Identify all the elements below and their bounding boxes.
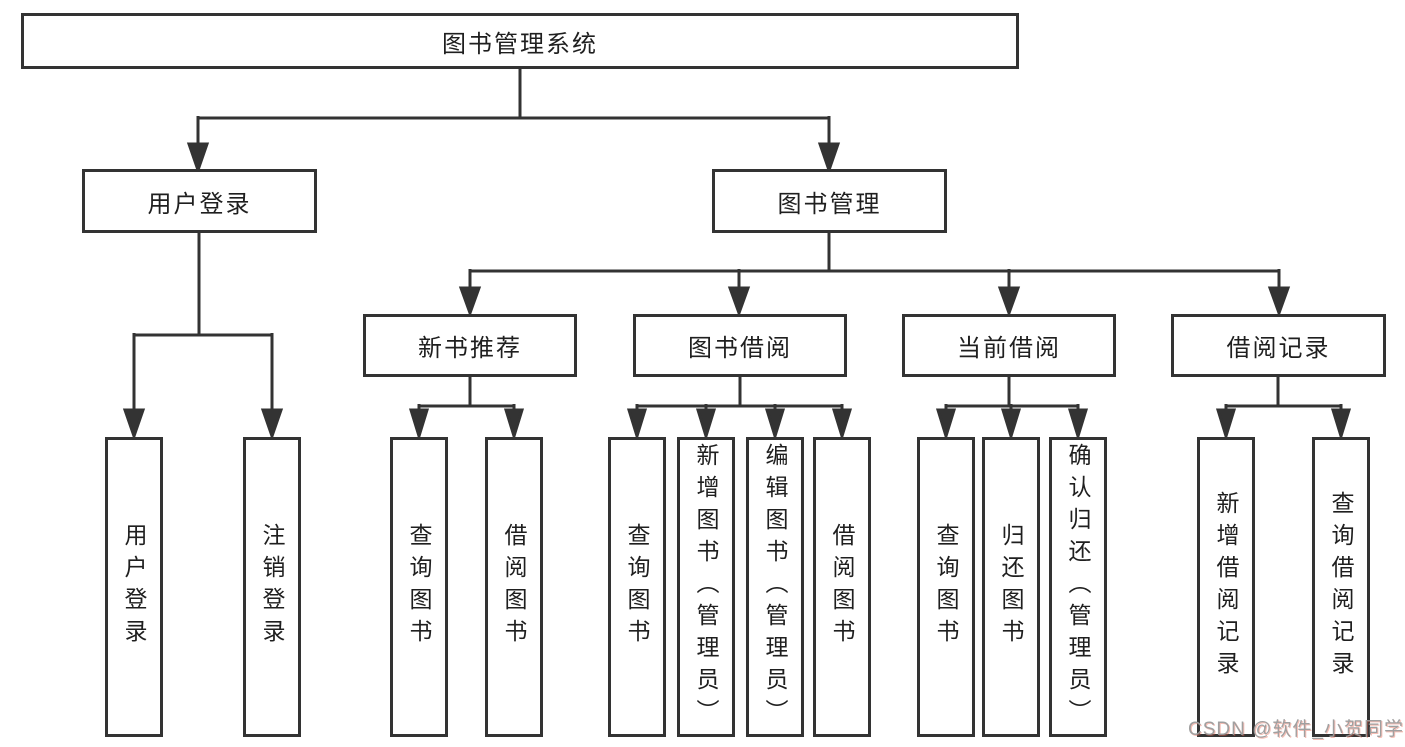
node-label: 用户登录 — [121, 523, 147, 651]
node-label: 查询图书 — [933, 523, 959, 651]
arrowhead — [764, 408, 786, 442]
node-label: 新增图书（管理员） — [693, 443, 719, 731]
node-label: 编辑图书（管理员） — [762, 443, 788, 731]
node-label: 借阅记录 — [1226, 335, 1331, 362]
node-query-book-borrow: 查询图书 — [608, 437, 666, 737]
arrowhead — [408, 408, 430, 442]
node-label: 确认归还（管理员） — [1065, 443, 1091, 731]
node-label: 图书借阅 — [688, 335, 792, 362]
node-borrow-records: 借阅记录 — [1171, 314, 1386, 377]
node-logout-leaf: 注销登录 — [243, 437, 301, 737]
node-label: 当前借阅 — [957, 335, 1061, 362]
node-label: 图书管理 — [777, 190, 882, 218]
connector-book-borrow-children — [626, 377, 853, 442]
node-user-login-leaf: 用户登录 — [105, 437, 163, 737]
node-label: 新增借阅记录 — [1213, 491, 1239, 683]
arrowhead — [935, 408, 957, 442]
node-return-book: 归还图书 — [982, 437, 1040, 737]
node-library-system: 图书管理系统 — [21, 13, 1019, 69]
node-label: 借阅图书 — [501, 523, 527, 651]
node-query-book-current: 查询图书 — [917, 437, 975, 737]
node-new-book-recommend: 新书推荐 — [363, 314, 577, 377]
arrowhead — [1267, 286, 1291, 318]
arrowhead — [997, 286, 1021, 318]
arrowhead — [1215, 408, 1237, 442]
arrowhead — [1330, 408, 1352, 442]
node-label: 用户登录 — [147, 190, 252, 218]
connector-user-login-children — [122, 233, 284, 441]
node-label: 图书管理系统 — [442, 30, 598, 58]
arrowhead — [1067, 408, 1089, 442]
node-add-borrow-record: 新增借阅记录 — [1197, 437, 1255, 737]
arrowhead — [1000, 408, 1022, 442]
node-label: 查询图书 — [624, 523, 650, 651]
node-query-borrow-record: 查询借阅记录 — [1312, 437, 1370, 737]
connector-root-to-level2 — [186, 69, 841, 175]
node-add-book-admin: 新增图书（管理员） — [677, 437, 735, 737]
arrowhead — [831, 408, 853, 442]
node-borrow-book-recommend: 借阅图书 — [485, 437, 543, 737]
connector-new-book-recommend-children — [408, 377, 525, 442]
node-edit-book-admin: 编辑图书（管理员） — [746, 437, 804, 737]
node-label: 归还图书 — [998, 523, 1024, 651]
connector-current-borrow-children — [935, 377, 1089, 442]
arrowhead — [260, 408, 284, 441]
node-borrow-book-leaf: 借阅图书 — [813, 437, 871, 737]
node-label: 借阅图书 — [829, 523, 855, 651]
node-label: 查询图书 — [406, 523, 432, 651]
node-query-book-recommend: 查询图书 — [390, 437, 448, 737]
node-user-login: 用户登录 — [82, 169, 317, 233]
node-current-borrow: 当前借阅 — [902, 314, 1116, 377]
arrowhead — [695, 408, 717, 442]
node-label: 新书推荐 — [418, 335, 522, 362]
node-label: 注销登录 — [259, 523, 285, 651]
arrowhead — [122, 408, 146, 441]
arrowhead — [817, 142, 841, 175]
node-confirm-return-admin: 确认归还（管理员） — [1049, 437, 1107, 737]
arrowhead — [458, 286, 482, 318]
node-book-borrow: 图书借阅 — [633, 314, 847, 377]
watermark: CSDN @软件_小贺同学 — [1188, 719, 1404, 740]
connector-book-management-children — [458, 233, 1291, 318]
arrowhead — [727, 286, 751, 318]
node-label: 查询借阅记录 — [1328, 491, 1354, 683]
arrowhead — [503, 408, 525, 442]
arrowhead — [186, 142, 210, 175]
arrowhead — [626, 408, 648, 442]
connector-borrow-records-children — [1215, 377, 1352, 442]
node-book-management: 图书管理 — [712, 169, 947, 233]
